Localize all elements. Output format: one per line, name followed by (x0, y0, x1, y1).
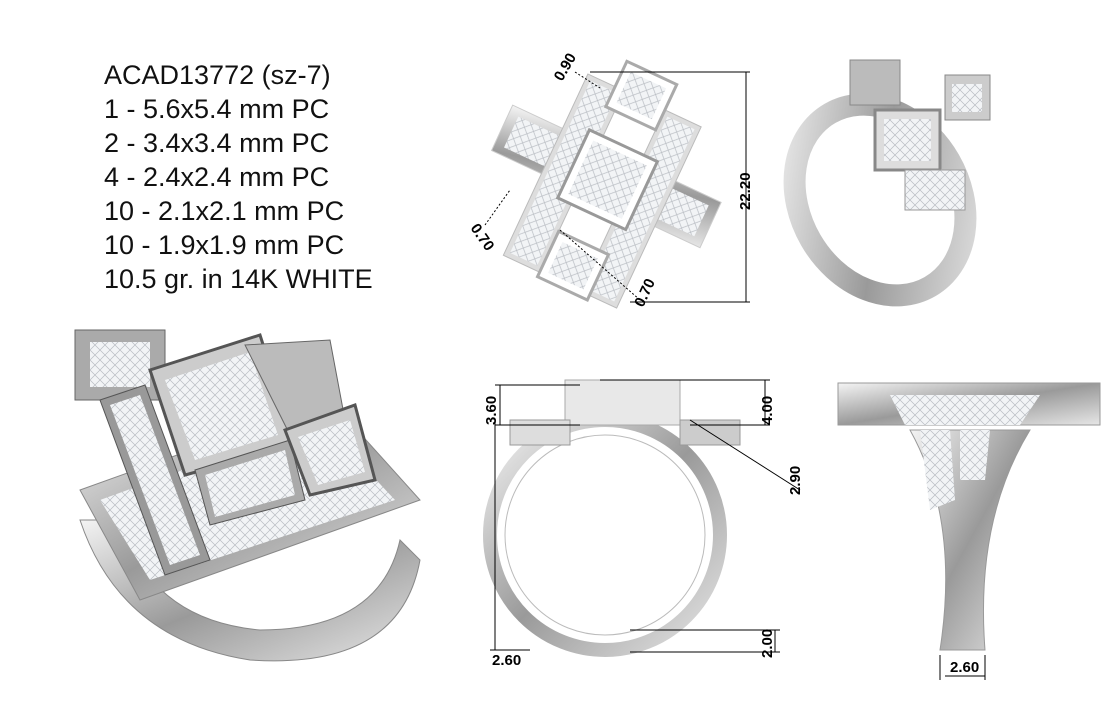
spec-line: 1 - 5.6x5.4 mm PC (104, 94, 330, 124)
dim-label: 4.00 (759, 396, 776, 425)
perspective-view-large (74, 329, 421, 662)
dim-label: 3.60 (483, 396, 500, 425)
spec-line: 10 - 1.9x1.9 mm PC (104, 230, 345, 260)
spec-line: 2 - 3.4x3.4 mm PC (104, 128, 330, 158)
side-view (483, 379, 741, 657)
front-view (837, 382, 1101, 651)
dim-label: 2.60 (950, 659, 979, 676)
front-view-dimensions (939, 655, 986, 680)
spec-line: 10.5 gr. in 14K WHITE (104, 264, 373, 294)
dim-label: 2.90 (787, 466, 804, 495)
dim-label: 22.20 (737, 172, 754, 210)
dim-label: 2.00 (759, 629, 776, 658)
dim-label: 0.90 (551, 50, 580, 84)
side-view-dimensions (490, 379, 801, 653)
dim-label: 0.70 (631, 276, 659, 310)
model-title: ACAD13772 (sz-7) (104, 60, 331, 90)
top-view (490, 59, 722, 309)
dim-label: 0.70 (467, 221, 498, 255)
spec-line: 10 - 2.1x2.1 mm PC (104, 196, 345, 226)
spec-line: 4 - 2.4x2.4 mm PC (104, 162, 330, 192)
spec-block: ACAD13772 (sz-7) 1 - 5.6x5.4 mm PC 2 - 3… (104, 58, 373, 296)
perspective-view-small (783, 59, 991, 307)
dim-label: 2.60 (492, 652, 521, 669)
top-view-dimensions (484, 71, 750, 303)
